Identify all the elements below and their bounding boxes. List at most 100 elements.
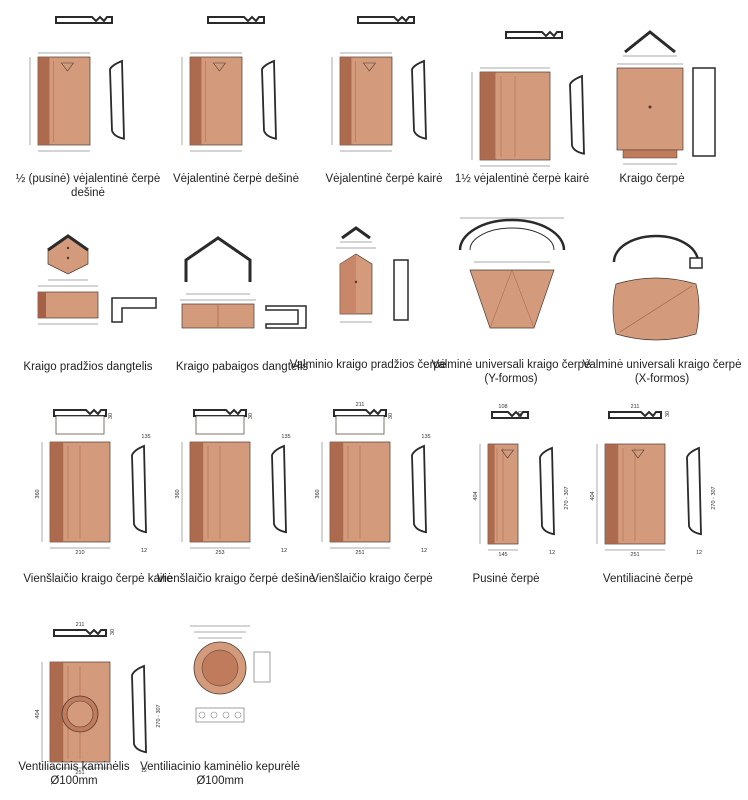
technical-drawing <box>29 15 125 152</box>
tile-side-profile <box>271 444 287 534</box>
tile-top-view <box>479 71 551 161</box>
product-caption: Valminio kraigo pradžios čerpė <box>289 359 447 371</box>
hip-profile <box>341 226 371 240</box>
product-caption: Vėjalentinė čerpė dešinė <box>173 173 299 185</box>
technical-drawing <box>190 625 271 723</box>
dimension-label: 404 <box>590 491 596 500</box>
technical-drawing <box>471 30 585 167</box>
technical-drawing <box>331 15 427 152</box>
ridge-profile <box>624 30 676 54</box>
tile-edge <box>480 72 496 160</box>
ridge-tile-foot <box>622 149 678 159</box>
technical-drawing <box>458 217 566 329</box>
product-drawing <box>160 5 318 165</box>
tile-side-profile <box>131 444 147 534</box>
ridge-end-profile <box>184 236 252 282</box>
dimension-label: 360 <box>175 489 181 498</box>
tile-side-profile <box>539 446 555 536</box>
dimension-label: 251 <box>355 550 364 556</box>
dimension-label: 12 <box>281 548 287 554</box>
tile-edge <box>190 442 204 542</box>
tile-edge <box>605 444 619 544</box>
tile-side-profile <box>569 74 585 155</box>
tile-end-view <box>195 415 245 435</box>
hip-y-tile-face <box>469 269 555 329</box>
tile-top-view <box>329 441 391 543</box>
product-caption: Vienšlaičio kraigo čerpė <box>311 573 433 585</box>
dimension-label: 360 <box>315 489 321 498</box>
dimension-label: 211 <box>356 402 365 408</box>
chimney-opening <box>66 700 94 728</box>
tile-top-view <box>339 56 393 146</box>
dimension-label: 211 <box>631 404 640 410</box>
dimension-label: 12 <box>696 550 702 556</box>
tile-mark <box>631 449 645 459</box>
tile-top-profile <box>491 410 529 419</box>
dimension-label: 30 <box>665 411 671 417</box>
product-caption: Pusinė čerpė <box>472 573 540 585</box>
tile-top-profile <box>333 408 387 417</box>
dimension-label: 30 <box>110 629 116 635</box>
tile-top-view <box>49 441 111 543</box>
tile-mark <box>212 62 226 72</box>
ridge-tile-face <box>616 67 684 151</box>
tile-top-view <box>604 443 666 545</box>
tile-edge <box>190 57 202 145</box>
dimension-label: 135 <box>421 434 430 440</box>
cap-vent-hole <box>222 711 230 719</box>
tile-edge <box>330 442 344 542</box>
tile-top-profile <box>53 408 107 417</box>
tile-top-profile <box>357 15 415 24</box>
product-drawing <box>8 228 166 338</box>
technical-drawing <box>336 226 409 323</box>
tile-edge <box>340 57 352 145</box>
cap-side-view <box>253 651 271 683</box>
tile-top-view <box>37 56 91 146</box>
tile-mark <box>60 62 74 72</box>
hip-x-profile <box>612 234 700 263</box>
product-drawing <box>310 5 468 165</box>
tile-side-profile <box>109 59 125 140</box>
cap-vent-hole <box>198 711 206 719</box>
dimension-label: 30 <box>518 411 524 417</box>
product-caption: Valminė universali kraigo čerpė (X-formo… <box>582 359 742 385</box>
ridge-cap-profile <box>111 297 157 323</box>
dimension-label: 253 <box>215 550 224 556</box>
technical-drawing <box>616 30 716 165</box>
tile-side-profile <box>411 444 427 534</box>
tile-edge <box>488 444 495 544</box>
dimension-label: 270 - 307 <box>156 704 162 727</box>
dimension-label: 404 <box>35 709 41 718</box>
dimension-label: 12 <box>421 548 427 554</box>
tile-top-profile <box>53 628 107 637</box>
product-drawing <box>180 618 271 753</box>
product-drawing <box>8 5 166 165</box>
cap-vent-hole <box>234 711 242 719</box>
hip-y-profile-inner <box>469 227 555 251</box>
hip-y-profile <box>458 218 566 251</box>
tile-end-view <box>335 415 385 435</box>
dimension-label: 30 <box>248 413 254 419</box>
product-caption: Ventiliacinio kaminėlio kepurėlė Ø100mm <box>140 761 300 787</box>
product-drawing <box>590 228 735 341</box>
dimension-label: 30 <box>108 413 114 419</box>
dimension-label: 12 <box>549 550 555 556</box>
product-drawing <box>458 20 608 168</box>
dimension-label: 108 <box>498 404 507 410</box>
technical-drawing <box>180 236 307 329</box>
product-caption: Kraigo pabaigos dangtelis <box>175 361 309 373</box>
dimension-label: 145 <box>498 552 507 558</box>
hip-side-profile <box>393 259 409 321</box>
product-caption: ½ (pusinė) vėjalentinė čerpė dešinė <box>15 173 161 199</box>
tile-top-view <box>487 443 519 545</box>
technical-drawing: 360 253 12 135 30 <box>175 408 291 556</box>
dimension-label: 135 <box>281 434 290 440</box>
